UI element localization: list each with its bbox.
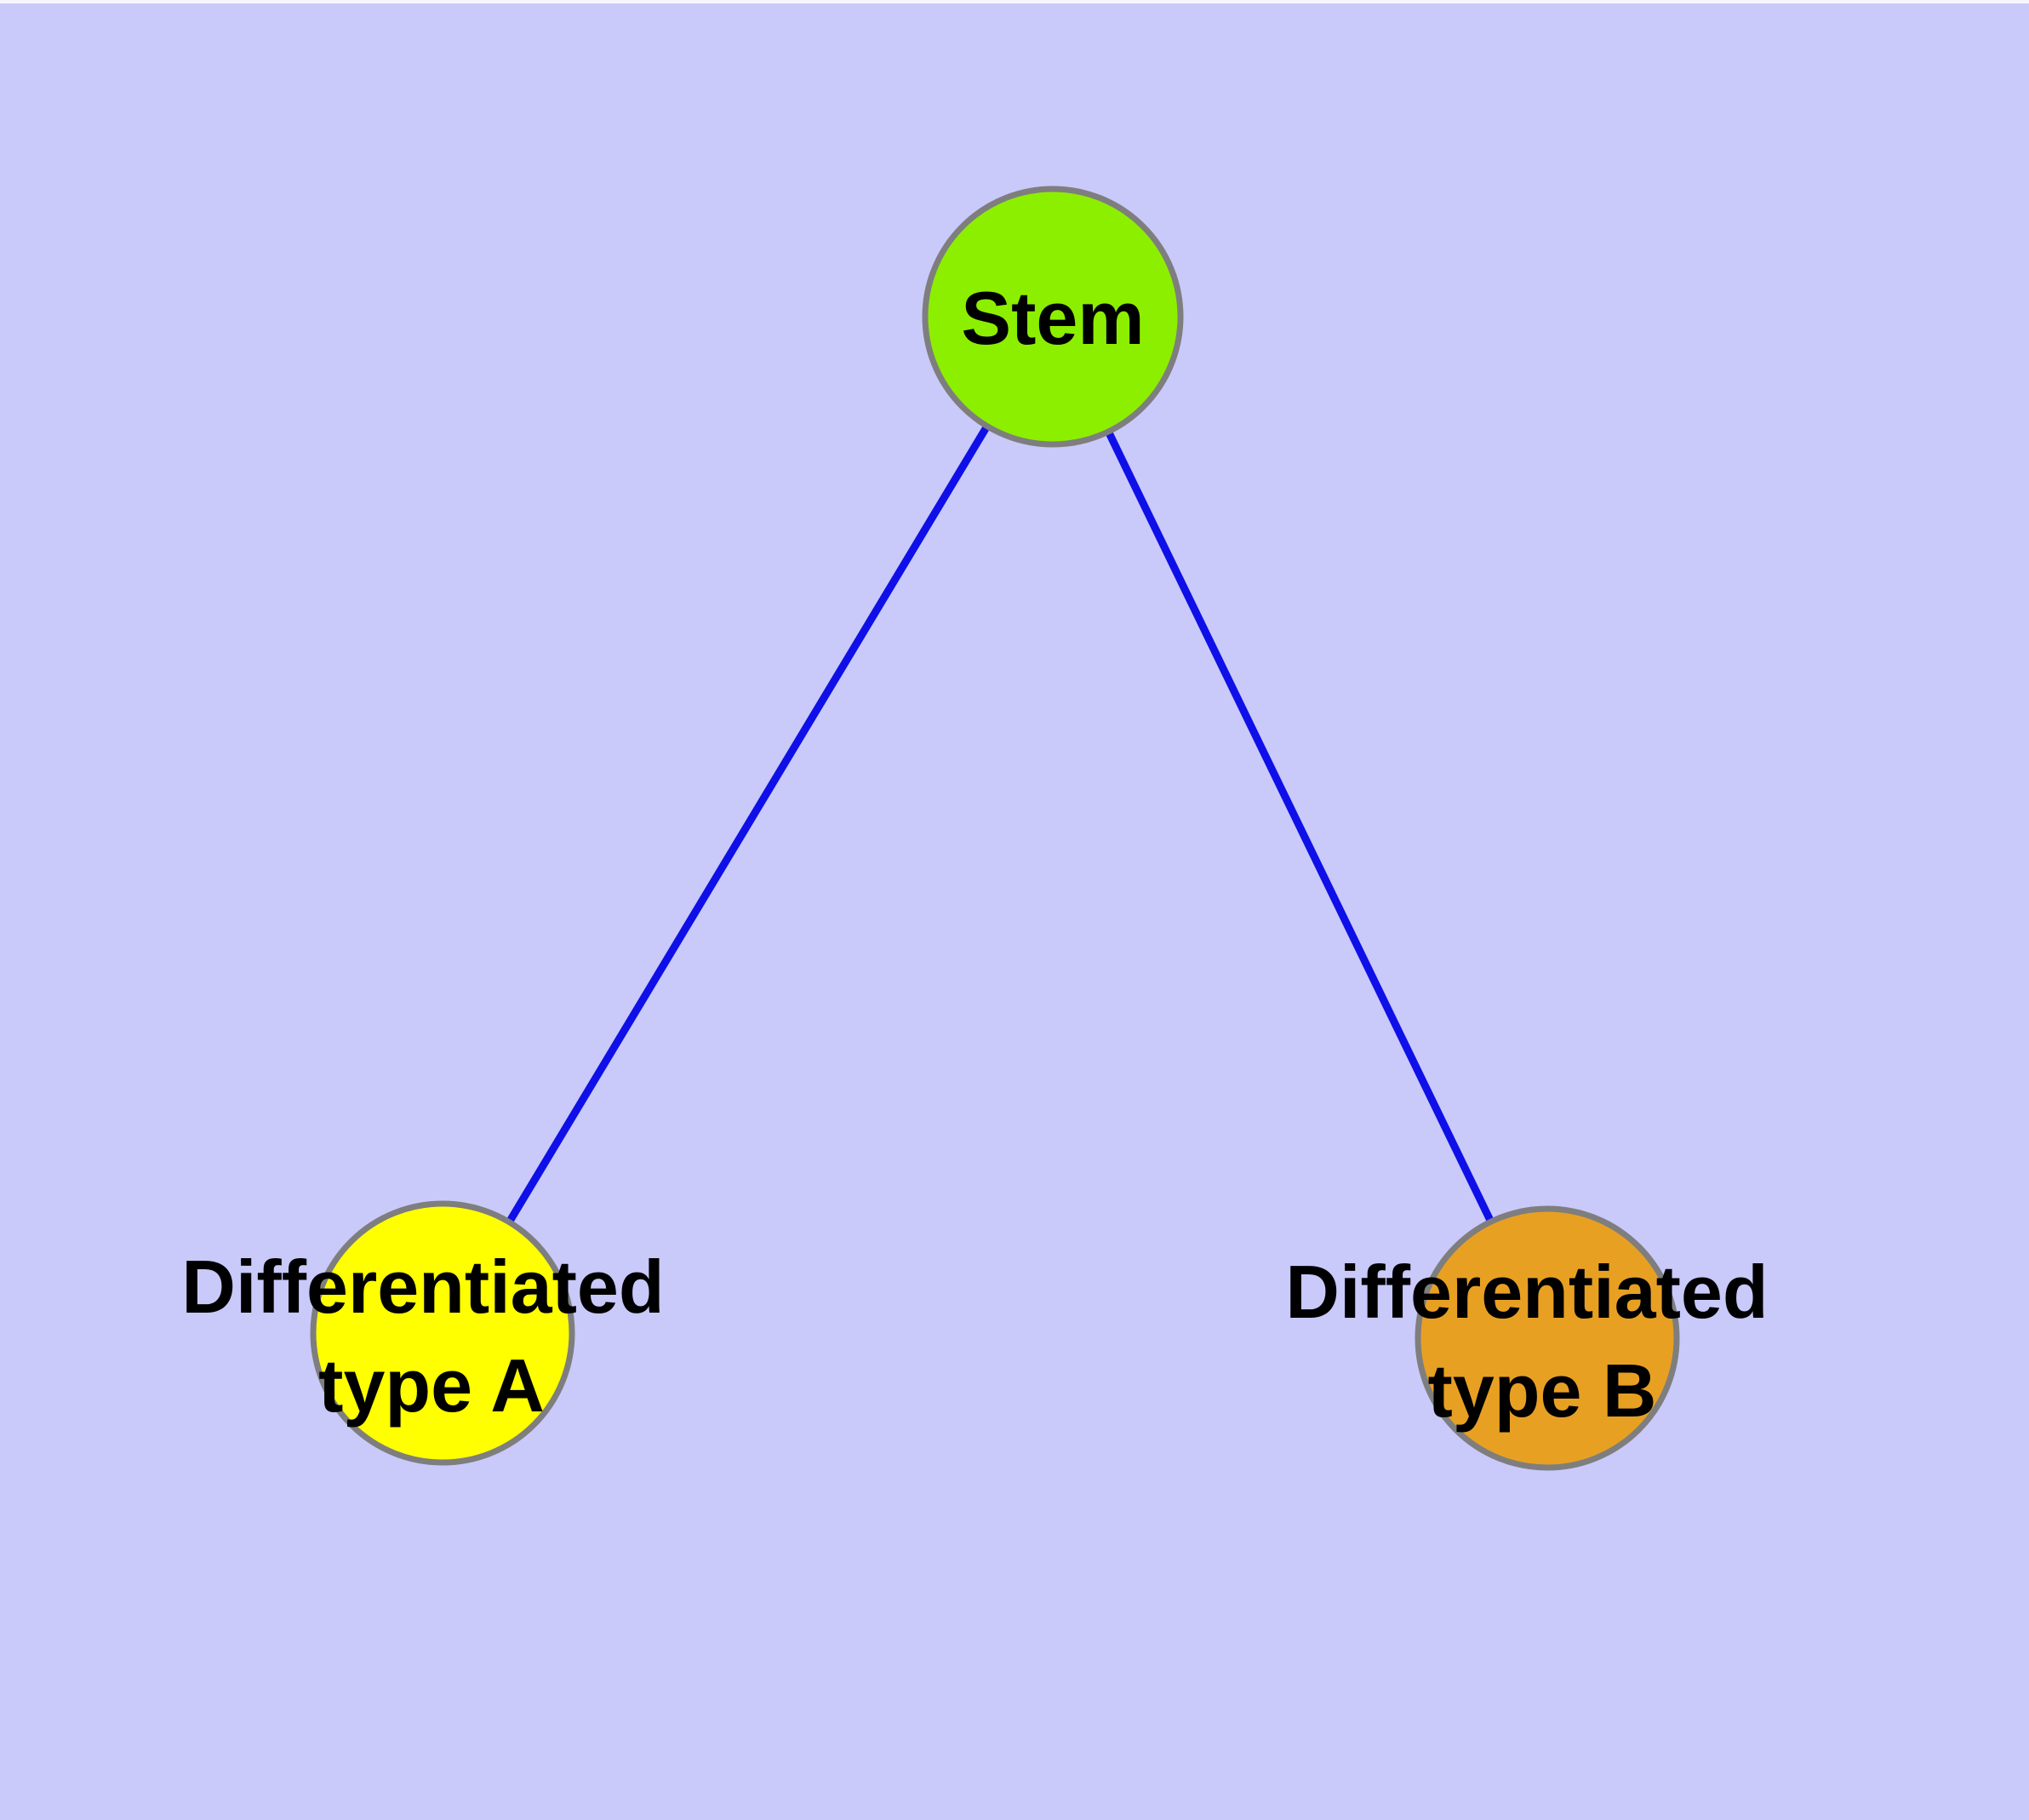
node-stem-circle xyxy=(922,186,1184,448)
edge-stem-to-type-b xyxy=(1049,315,1552,1340)
node-type-b-circle xyxy=(1415,1205,1680,1471)
node-type-b-label-line2: type B xyxy=(1428,1348,1657,1433)
node-stem-label: Stem xyxy=(961,276,1144,360)
node-type-a-label-line1: Differentiated xyxy=(181,1245,664,1329)
node-type-a-circle xyxy=(310,1200,575,1466)
node-type-a-label-line2: type A xyxy=(318,1343,545,1428)
edge-stem-to-type-a xyxy=(439,314,1056,1336)
node-type-b-label-line1: Differentiated xyxy=(1285,1250,1768,1334)
top-edge-strip xyxy=(0,0,2029,3)
